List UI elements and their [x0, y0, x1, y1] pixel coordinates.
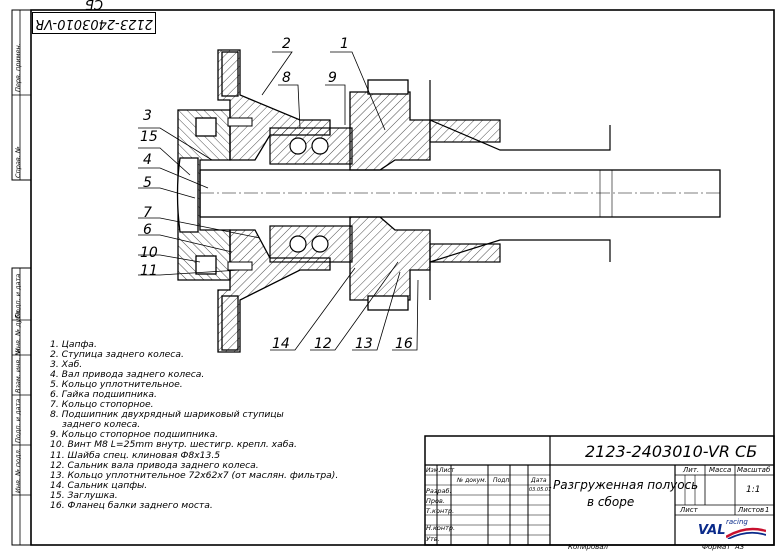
callout-3: 3: [143, 108, 152, 124]
legend-item: 6. Гайка подшипника.: [50, 389, 157, 401]
title-name-line1: Разгруженная полуось: [553, 478, 699, 492]
col-sign: Подп.: [493, 477, 512, 484]
role-nkontr: Н.контр.: [426, 524, 456, 532]
val-racing-logo: VAL racing: [690, 518, 770, 542]
col-doc: № докум.: [457, 477, 487, 484]
format-value: А3: [735, 543, 745, 551]
logo-swoosh-icon: [726, 527, 766, 539]
role-razrab: Разраб.: [426, 487, 452, 495]
col-izm: Изм.: [426, 467, 441, 474]
callout-1: 1: [340, 36, 349, 52]
legend-item: 13. Кольцо уплотнительное 72х62х7 (от ма…: [50, 469, 339, 481]
callout-2: 2: [282, 36, 291, 52]
sheets-value: 1: [765, 506, 770, 514]
logo-text: VAL: [698, 523, 726, 538]
axle-beam: [429, 80, 611, 300]
role-tkontr: Т.контр.: [426, 507, 455, 515]
col-date: Дата: [531, 477, 547, 484]
leader-lines: [138, 51, 419, 351]
callout-16: 16: [395, 336, 413, 352]
legend-item: 15. Заглушка.: [50, 489, 118, 501]
legend-item: 1. Цапфа.: [50, 339, 97, 350]
mass-label: Масса: [709, 466, 732, 474]
sheet-label: Лист: [680, 506, 698, 514]
logo-sub: racing: [726, 518, 748, 526]
legend-item: 7. Кольцо стопорное.: [50, 399, 154, 411]
title-designation: 2123-2403010-VR СБ: [585, 442, 758, 461]
legend-item: 11. Шайба спец. клиновая Ф8х13.5: [50, 449, 221, 461]
sheet-frame: [11, 9, 775, 546]
legend-item: 2. Ступица заднего колеса.: [50, 349, 184, 361]
callout-4: 4: [143, 152, 152, 168]
callout-6: 6: [143, 222, 152, 238]
copied-label: Копировал: [568, 543, 608, 551]
legend-item: 9. Кольцо стопорное подшипника.: [50, 429, 219, 441]
bearing-assembly: [269, 127, 353, 263]
callout-12: 12: [314, 336, 332, 352]
scale-label: Масштаб: [737, 466, 771, 474]
trunnion: [349, 79, 431, 311]
legend-item: 16. Фланец балки заднего моста.: [50, 499, 213, 511]
legend-item: 10. Винт М8 L=25mm внутр. шестигр. крепл…: [50, 439, 297, 451]
parts-legend: 1. Цапфа. 2. Ступица заднего колеса. 3. …: [50, 339, 339, 511]
role-prov: Пров.: [426, 497, 445, 505]
legend-item: 3. Хаб.: [50, 359, 83, 371]
title-name-line2: в сборе: [587, 495, 635, 509]
callout-15: 15: [140, 129, 158, 145]
date-value: 03.05.07: [529, 487, 552, 493]
lit-label: Лит.: [683, 466, 700, 474]
callout-8: 8: [282, 70, 291, 86]
callout-5: 5: [143, 175, 152, 191]
callout-13: 13: [355, 336, 373, 352]
sheets-label: Листов: [738, 506, 765, 514]
hub-cap: [176, 109, 231, 281]
format-label: Формат: [702, 543, 731, 551]
legend-item: 4. Вал привода заднего колеса.: [50, 369, 205, 381]
scale-value: 1:1: [746, 485, 761, 495]
legend-item: заднего колеса.: [62, 419, 141, 431]
legend-item: 12. Сальник вала привода заднего колеса.: [50, 459, 259, 471]
callout-11: 11: [140, 263, 158, 279]
callout-14: 14: [272, 336, 290, 352]
col-list: Лист: [439, 467, 455, 474]
legend-item: 8. Подшипник двухрядный шариковый ступиц…: [50, 409, 284, 421]
callout-9: 9: [328, 70, 337, 86]
legend-item: 14. Сальник цапфы.: [50, 479, 148, 491]
role-utv: Утв.: [426, 535, 440, 543]
callout-10: 10: [140, 245, 158, 261]
callout-7: 7: [143, 205, 152, 221]
legend-item: 5. Кольцо уплотнительное.: [50, 379, 183, 391]
